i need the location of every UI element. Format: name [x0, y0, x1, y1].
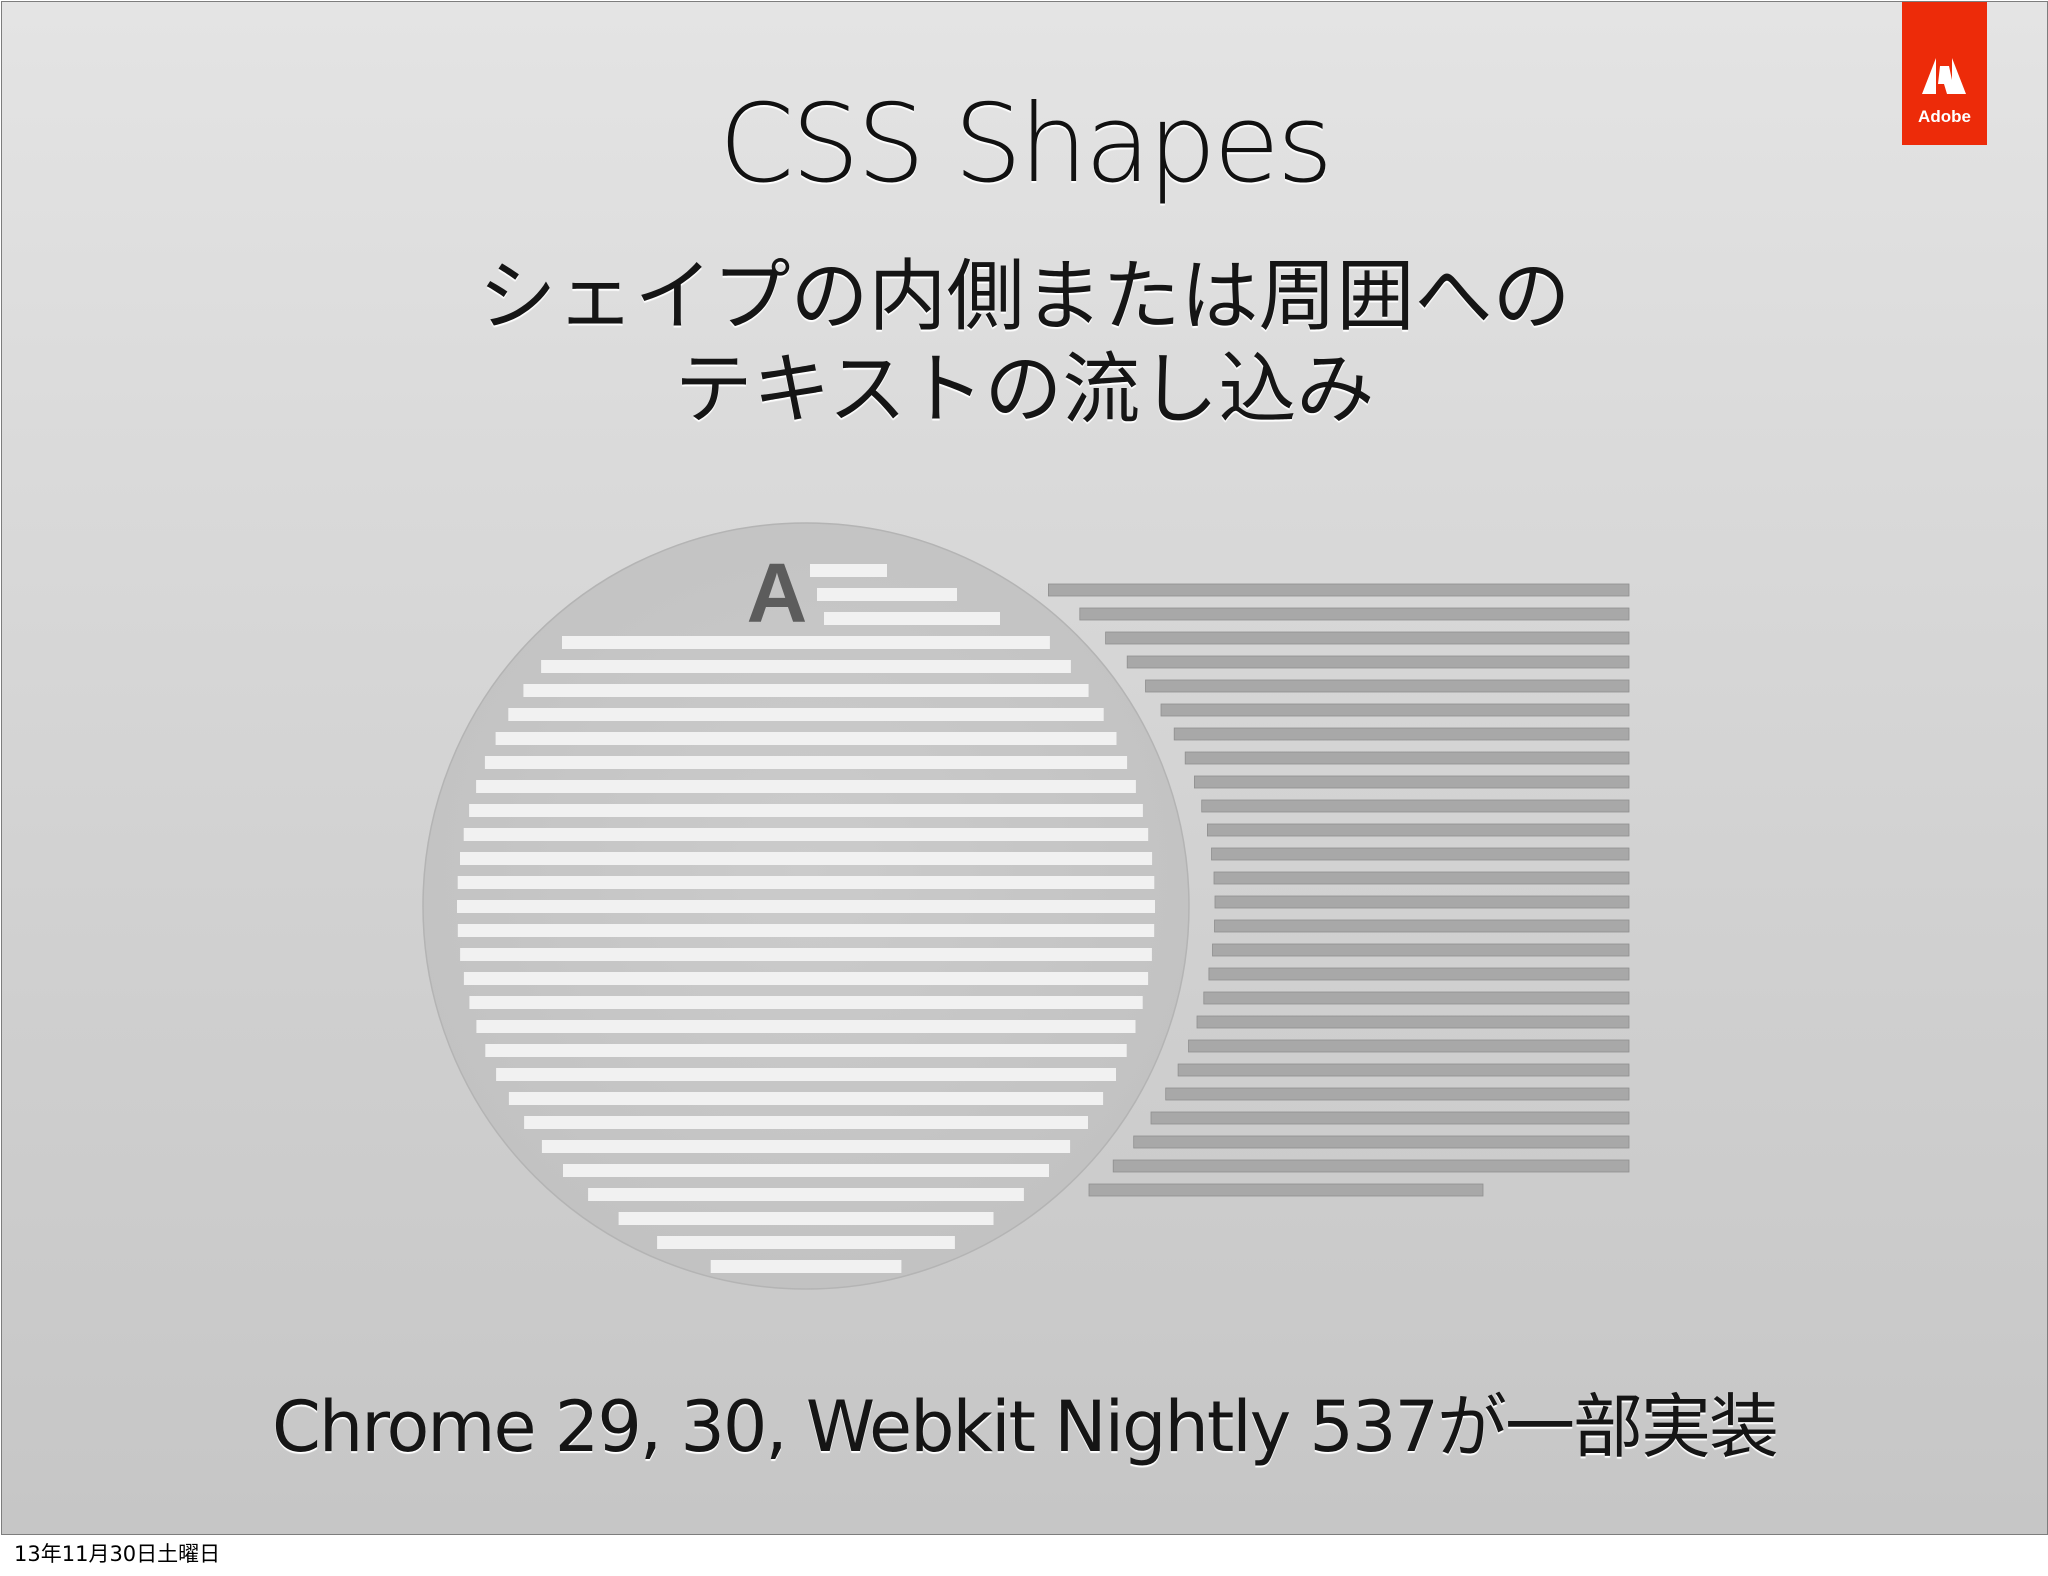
- inner-text-line: [460, 852, 1153, 865]
- inner-text-line: [588, 1188, 1024, 1201]
- inner-text-line: [817, 588, 957, 601]
- inner-text-line: [463, 828, 1149, 841]
- inner-text-line: [463, 972, 1149, 985]
- outer-text-line: [1214, 919, 1630, 933]
- inner-text-line: [710, 1260, 902, 1273]
- inner-text-lines: [457, 564, 1155, 1273]
- inner-text-line: [810, 564, 887, 577]
- outer-text-line: [1048, 583, 1630, 597]
- outer-text-line: [1105, 631, 1630, 645]
- outer-text-line: [1177, 1063, 1630, 1077]
- inner-text-line: [562, 636, 1050, 649]
- inner-text-line: [476, 1020, 1136, 1033]
- inner-text-line: [657, 1236, 955, 1249]
- support-note: Chrome 29, 30, Webkit Nightly 537が一部実装: [271, 1386, 1779, 1468]
- inner-text-line: [469, 804, 1143, 817]
- outer-text-line: [1160, 703, 1630, 717]
- outer-text-line: [1213, 871, 1630, 885]
- inner-text-line: [495, 732, 1117, 745]
- inner-text-line: [496, 1068, 1117, 1081]
- inner-text-line: [457, 876, 1155, 889]
- timestamp: 13年11月30日土曜日: [14, 1542, 221, 1566]
- inner-text-line: [484, 756, 1128, 769]
- adobe-logo-text: Adobe: [1918, 107, 1971, 126]
- slide-subtitle-line-1: シェイプの内側または周囲への: [478, 252, 1571, 342]
- outer-text-line: [1212, 943, 1630, 957]
- outer-text-line: [1088, 1183, 1484, 1197]
- outer-text-line: [1079, 607, 1630, 621]
- outer-text-line: [1196, 1015, 1630, 1029]
- inner-text-line: [824, 612, 1000, 625]
- outer-text-lines: [1048, 583, 1630, 1197]
- inner-text-line: [508, 708, 1104, 721]
- slide: Adobe CSS Shapes シェイプの内側または周囲への テキストの流し込…: [1, 1, 2048, 1535]
- adobe-logo: Adobe: [1902, 2, 1987, 145]
- inner-text-line: [457, 924, 1155, 937]
- inner-text-line: [508, 1092, 1104, 1105]
- outer-text-line: [1207, 823, 1630, 837]
- outer-text-line: [1188, 1039, 1630, 1053]
- outer-text-line: [1208, 967, 1630, 981]
- inner-text-line: [457, 900, 1155, 913]
- outer-text-line: [1145, 679, 1630, 693]
- outer-text-line: [1194, 775, 1630, 789]
- slide-subtitle-line-2: テキストの流し込み: [674, 345, 1375, 435]
- outer-text-line: [1201, 799, 1630, 813]
- outer-text-line: [1173, 727, 1630, 741]
- inner-text-line: [476, 780, 1136, 793]
- outer-text-line: [1133, 1135, 1630, 1149]
- inner-text-line: [541, 1140, 1071, 1153]
- inner-text-line: [460, 948, 1152, 961]
- inner-text-line: [523, 684, 1089, 697]
- outer-text-line: [1112, 1159, 1630, 1173]
- outer-text-line: [1184, 751, 1630, 765]
- inner-text-line: [485, 1044, 1127, 1057]
- outer-text-line: [1150, 1111, 1630, 1125]
- outer-text-line: [1165, 1087, 1630, 1101]
- inner-text-line: [469, 996, 1143, 1009]
- slide-title: CSS Shapes: [718, 82, 1333, 207]
- inner-text-line: [618, 1212, 994, 1225]
- outer-text-line: [1126, 655, 1630, 669]
- outer-text-line: [1203, 991, 1630, 1005]
- diagram-letter: A: [747, 546, 808, 640]
- shapes-diagram: A: [422, 522, 1630, 1290]
- outer-text-line: [1211, 847, 1630, 861]
- inner-text-line: [541, 660, 1071, 673]
- inner-text-line: [524, 1116, 1088, 1129]
- adobe-logo-icon: [1922, 58, 1966, 94]
- outer-text-line: [1214, 895, 1630, 909]
- inner-text-line: [563, 1164, 1049, 1177]
